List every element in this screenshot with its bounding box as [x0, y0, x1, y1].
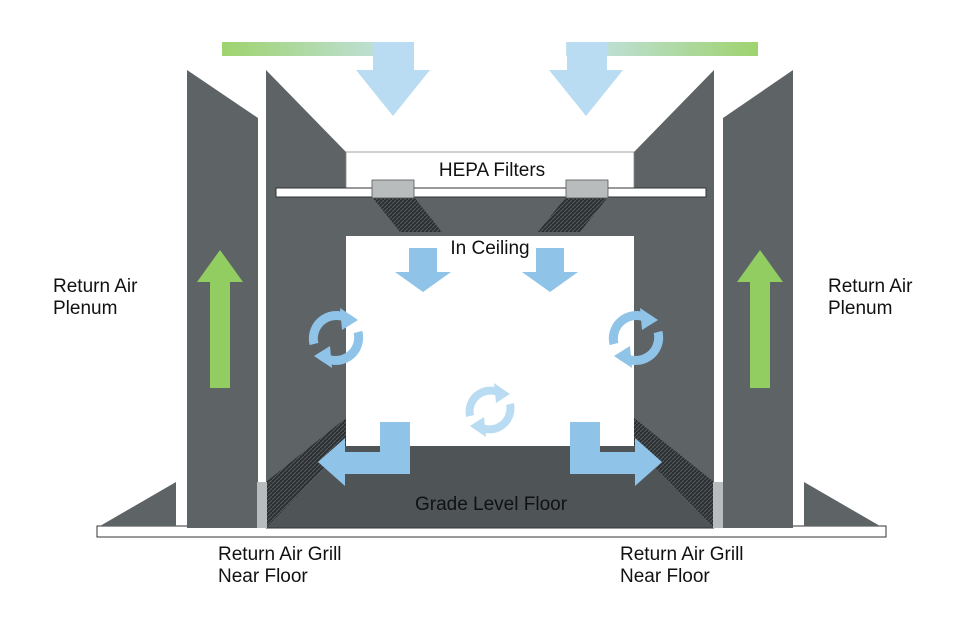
room-wall-right: [634, 70, 714, 528]
grill-pillar-right: [713, 482, 723, 528]
hepa-filter-left: [371, 179, 442, 232]
wall-edge-right: [714, 120, 722, 528]
outer-slab-right: [804, 482, 880, 526]
grill-pillar-left: [257, 482, 267, 528]
down-arrow-right: [522, 248, 578, 292]
room-wall-left: [266, 70, 346, 528]
circulation-icon-right: [608, 308, 664, 368]
return-grill-left: [266, 418, 346, 528]
back-wall: [346, 236, 634, 446]
return-air-up-arrow-right: [737, 250, 783, 388]
return-grill-right: [634, 418, 714, 528]
circulation-icon-center: [465, 383, 515, 437]
return-grill-label-left: Return Air Grill Near Floor: [218, 544, 342, 587]
grade-level-floor-label: Grade Level Floor: [414, 494, 568, 515]
return-plenum-label-left: Return Air Plenum: [53, 276, 138, 319]
return-air-up-arrow-left: [197, 250, 243, 388]
hepa-filter-right: [538, 179, 609, 232]
supply-air-arrow-left: [222, 42, 430, 116]
return-grill-label-right: Return Air Grill Near Floor: [620, 544, 744, 587]
supply-air-arrow-right: [549, 42, 758, 116]
circulation-icon-left: [308, 308, 364, 368]
hepa-filters-label: HEPA Filters: [438, 160, 546, 181]
ceiling-beam: [275, 187, 707, 198]
in-ceiling-label: In Ceiling: [450, 238, 530, 259]
return-flow-arrow-left: [318, 422, 410, 486]
return-flow-arrow-right: [570, 422, 662, 486]
ceiling-plane: [276, 197, 706, 236]
wall-edge-left: [258, 120, 266, 528]
return-plenum-label-right: Return Air Plenum: [828, 276, 913, 319]
down-arrow-left: [395, 248, 451, 292]
outer-slab-left: [100, 482, 176, 526]
